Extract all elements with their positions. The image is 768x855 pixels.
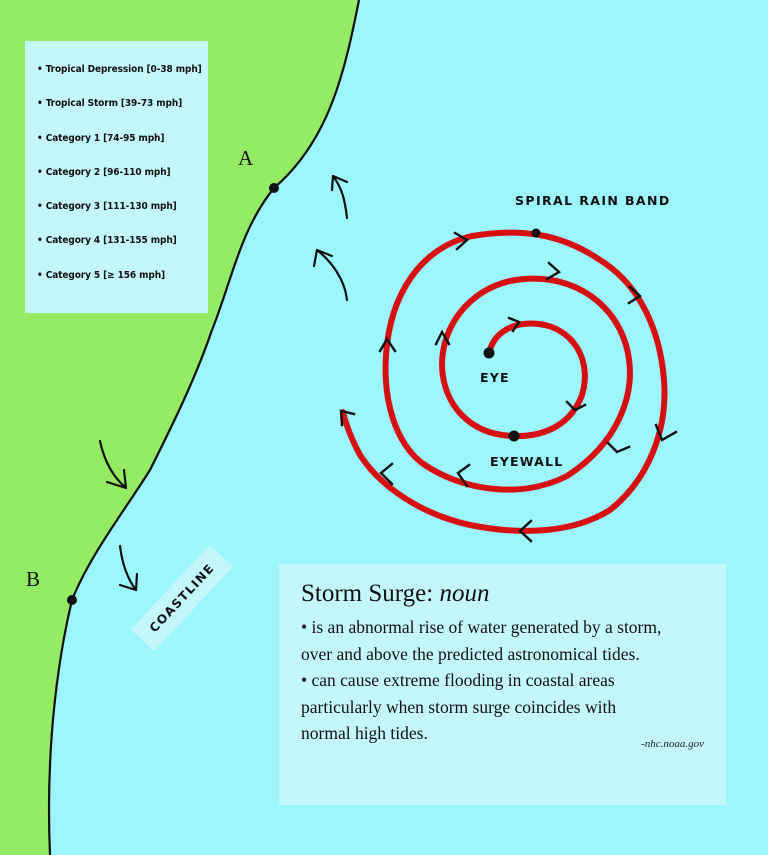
definition-line: particularly when storm surge coincides … xyxy=(301,696,617,717)
eye-marker xyxy=(483,347,495,359)
legend-item-text: Tropical Storm [39-73 mph] xyxy=(45,98,183,110)
legend-item: • Category 2 [96-110 mph] xyxy=(37,166,171,178)
spiral-chevrons xyxy=(339,231,678,543)
wind-arrow-3-head xyxy=(105,468,128,490)
spiral-rain-band-label: SPIRAL RAIN BAND xyxy=(515,193,671,208)
point-a-label: A xyxy=(238,146,254,170)
definition-source: -nhc.noaa.gov xyxy=(641,738,704,750)
chevron-3 xyxy=(434,329,451,346)
legend-item-text: Category 3 [111-130 mph] xyxy=(45,201,177,213)
legend-item-text: Category 5 [≥ 156 mph] xyxy=(45,269,166,281)
point-b-label: B xyxy=(26,567,40,591)
storm-surge-definition: Storm Surge: noun • is an abnormal rise … xyxy=(279,564,726,805)
definition-term: Storm Surge: xyxy=(301,580,434,607)
wind-arrow-4 xyxy=(118,544,138,592)
legend-item-text: Category 1 [74-95 mph] xyxy=(45,132,165,144)
hurricane-category-legend: • Tropical Depression [0-38 mph] • Tropi… xyxy=(25,41,208,313)
definition-title: Storm Surge: noun xyxy=(301,580,706,608)
rain-band-marker xyxy=(531,228,541,238)
coastline xyxy=(47,0,361,855)
chevron-6 xyxy=(456,463,471,488)
chevron-13 xyxy=(339,409,356,427)
wind-arrow-2 xyxy=(315,248,349,302)
chevron-10 xyxy=(654,423,678,442)
legend-item: • Category 5 [≥ 156 mph] xyxy=(37,269,166,281)
wind-arrow-4-head xyxy=(118,572,139,592)
chevron-2 xyxy=(565,400,587,412)
legend-item: • Category 1 [74-95 mph] xyxy=(37,132,165,144)
definition-line: • is an abnormal rise of water generated… xyxy=(301,617,662,637)
wind-arrows xyxy=(98,174,349,592)
wind-arrow-1 xyxy=(331,174,349,220)
legend-item-text: Tropical Depression [0-38 mph] xyxy=(45,64,202,75)
definition-line: over and above the predicted astronomica… xyxy=(301,643,640,664)
definition-line: • can cause extreme flooding in coastal … xyxy=(301,670,615,690)
chevron-11 xyxy=(379,462,394,486)
eye-label: EYE xyxy=(480,370,510,385)
spiral-rain-band xyxy=(340,229,668,534)
wind-arrow-3 xyxy=(98,439,128,490)
chevron-7 xyxy=(378,336,397,353)
definition-line: normal high tides. xyxy=(301,723,428,743)
chevron-12 xyxy=(518,519,533,543)
wind-arrow-2-head xyxy=(312,248,334,268)
legend-item: • Category 3 [111-130 mph] xyxy=(37,201,177,213)
chevron-9 xyxy=(627,285,642,305)
chevron-1 xyxy=(507,316,521,333)
chevron-5 xyxy=(606,441,631,454)
legend-item-text: Category 2 [96-110 mph] xyxy=(45,166,171,178)
point-a-marker xyxy=(269,183,279,193)
chevron-8 xyxy=(453,231,470,251)
legend-list: • Tropical Depression [0-38 mph] • Tropi… xyxy=(37,63,208,303)
point-b-marker xyxy=(67,595,77,605)
eyewall-marker xyxy=(508,430,520,442)
legend-item-text: Category 4 [131-155 mph] xyxy=(45,235,177,247)
definition-part-of-speech: noun xyxy=(439,580,490,607)
wind-arrow-1-head xyxy=(330,174,349,192)
legend-item: • Category 4 [131-155 mph] xyxy=(37,235,177,247)
eyewall-label: EYEWALL xyxy=(490,454,563,469)
chevron-4 xyxy=(545,261,562,281)
legend-item: • Tropical Storm [39-73 mph] xyxy=(37,98,183,110)
legend-item: • Tropical Depression [0-38 mph] xyxy=(37,64,202,75)
